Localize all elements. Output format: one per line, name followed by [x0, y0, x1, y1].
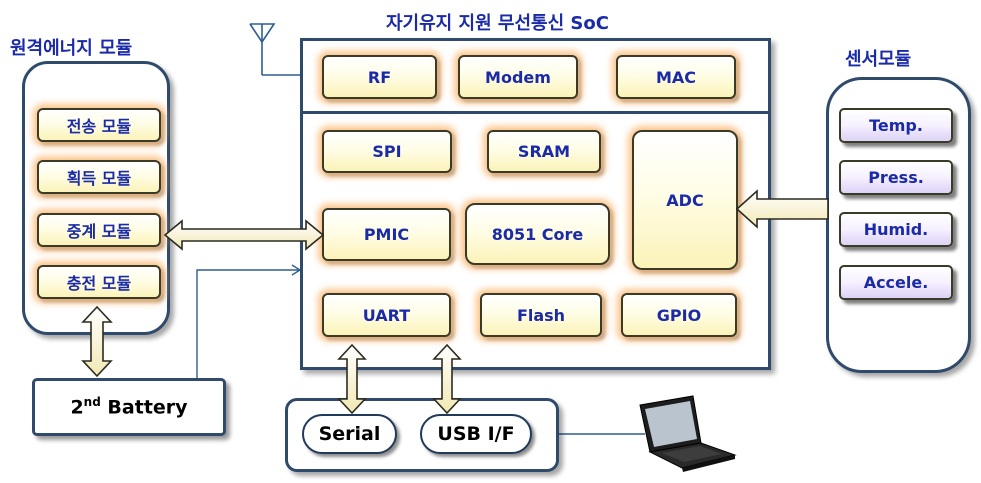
adc-block: ADC	[632, 130, 738, 270]
energy-module-title: 원격에너지 모듈	[10, 38, 133, 59]
gpio-block: GPIO	[621, 293, 737, 337]
uart-serial-arrow	[337, 343, 367, 415]
energy-pmic-arrow	[163, 219, 325, 251]
soc-title: 자기유지 지원 무선통신 SoC	[386, 13, 609, 34]
mac-block: MAC	[616, 55, 736, 99]
sensor-module-title: 센서모듈	[845, 49, 912, 70]
energy-battery-arrow	[81, 305, 113, 378]
sensor-humid: Humid.	[839, 212, 953, 247]
energy-module-acquire: 획득 모듈	[37, 160, 161, 194]
rf-block: RF	[322, 55, 437, 99]
laptop-icon	[639, 395, 737, 472]
flash-block: Flash	[480, 293, 602, 337]
uart-block: UART	[322, 293, 451, 337]
sram-block: SRAM	[487, 130, 601, 173]
modem-block: Modem	[458, 55, 578, 99]
sensor-press: Press.	[839, 160, 953, 195]
usb-interface: USB I/F	[420, 414, 532, 454]
serial-interface: Serial	[302, 414, 397, 454]
energy-module-tx: 전송 모듈	[37, 108, 161, 142]
spi-block: SPI	[322, 130, 452, 173]
sensor-accel: Accele.	[839, 265, 953, 300]
uart-usb-arrow	[432, 343, 462, 415]
sensor-temp: Temp.	[839, 108, 953, 143]
core-block: 8051 Core	[465, 203, 610, 265]
battery-box: 2nd Battery	[32, 378, 226, 436]
battery-label: 2nd Battery	[70, 395, 188, 419]
energy-module-relay: 중계 모듈	[37, 213, 161, 247]
sensor-adc-arrow	[735, 189, 829, 229]
soc-divider	[303, 111, 768, 114]
energy-module-charge: 충전 모듈	[37, 265, 161, 299]
